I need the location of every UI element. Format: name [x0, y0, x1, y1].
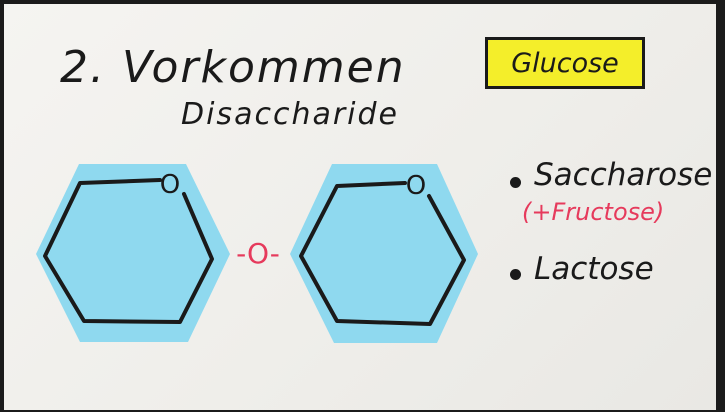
disaccharide-diagram: O -O- O [36, 164, 478, 343]
glycosidic-bond: -O- [236, 237, 280, 270]
hexagon-card-right [290, 164, 478, 343]
ring-bonds-right [299, 181, 466, 326]
page-title: 2. Vorkommen [60, 42, 406, 93]
bullet-dot [510, 177, 521, 188]
list-item-lactose: Lactose [534, 251, 654, 287]
glucose-card: Glucose [485, 37, 645, 89]
bullet-dot [510, 269, 521, 280]
subtitle: Disaccharide [181, 97, 400, 132]
ring-bonds-left [43, 178, 214, 324]
whiteboard: 2. Vorkommen Disaccharide Glucose O -O- … [4, 4, 716, 410]
list-item-saccharose: Saccharose [534, 157, 713, 193]
glucose-ring-left: O [36, 164, 230, 342]
glucose-label: Glucose [511, 47, 619, 79]
list-item-note: (+Fructose) [522, 198, 665, 226]
hexagon-card-left [36, 164, 230, 342]
glucose-ring-right: O [290, 164, 478, 343]
ring-oxygen-left: O [160, 170, 180, 200]
ring-oxygen-right: O [406, 171, 426, 201]
